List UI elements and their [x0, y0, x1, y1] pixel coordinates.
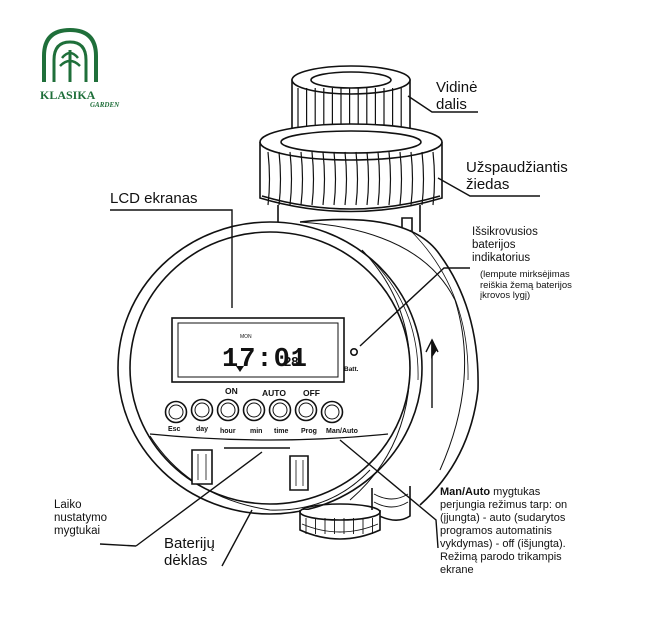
label-battery-indicator: Išsikrovusios baterijos indikatorius — [472, 226, 538, 264]
device-button-inner — [220, 402, 236, 418]
leader-lines — [99, 95, 540, 567]
label-manauto: Man/Auto mygtukas perjungia režimus tarp… — [440, 486, 568, 576]
btn-label-esc: Esc — [168, 426, 181, 433]
logo-brand: KLASIKA — [40, 88, 96, 102]
ring-rib — [344, 151, 348, 206]
logo-sub: GARDEN — [90, 101, 120, 109]
label-clamp-ring: Užspaudžiantis žiedas — [466, 159, 568, 193]
ring-rib — [333, 151, 337, 206]
ring-rib — [267, 151, 271, 206]
ring-rib — [289, 151, 293, 206]
ring-rib — [410, 151, 414, 206]
manauto-title: Man/Auto — [440, 486, 491, 498]
label-lcd: LCD ekranas — [110, 190, 198, 207]
label-inner-part: Vidinė dalis — [436, 79, 478, 113]
device-button-inner — [272, 402, 288, 418]
btn-label-min: min — [250, 428, 263, 435]
device-button-inner — [168, 404, 184, 420]
logo-emblem — [42, 27, 98, 82]
btn-label-time: time — [274, 428, 289, 435]
ring-rib — [322, 151, 326, 206]
ring-rib — [355, 151, 359, 206]
mode-label-auto: AUTO — [262, 388, 286, 398]
button-row — [164, 398, 344, 424]
device-button-inner — [324, 404, 340, 420]
btn-label-hour: hour — [220, 428, 236, 435]
battery-indicator-dot — [349, 347, 358, 356]
lcd-day: 28 — [284, 354, 298, 369]
ring-rib — [388, 151, 392, 206]
label-battery-case: Baterijų dėklas — [164, 535, 215, 569]
btn-label-day: day — [196, 426, 209, 433]
ring-rib — [311, 151, 315, 206]
lcd-tag: MON — [240, 334, 252, 340]
battery-case-outline — [149, 435, 371, 511]
ring-rib — [432, 151, 436, 206]
lcd-screen — [171, 317, 345, 383]
device-button-inner — [194, 402, 210, 418]
btn-label-prog: Prog — [301, 428, 317, 435]
inner-part-cylinder — [289, 65, 413, 144]
lcd-arrow-down — [236, 366, 244, 372]
label-battery-indicator-note: (lempute mirksėjimas reiškia žemą bateri… — [480, 269, 572, 302]
ring-rib — [366, 151, 370, 206]
device-button-inner — [298, 402, 314, 418]
outlet-nozzle — [299, 486, 411, 540]
ring-rib — [399, 151, 403, 206]
batt-label: Batt. — [344, 366, 359, 373]
mode-label-off: OFF — [303, 388, 320, 398]
ring-rib — [377, 151, 381, 206]
lcd-time: 17:01 — [222, 345, 308, 375]
mode-label-on: ON — [225, 386, 238, 396]
ring-rib — [300, 151, 304, 206]
device-button-inner — [246, 402, 262, 418]
clamp-ring — [259, 123, 443, 213]
btn-label-manauto: Man/Auto — [326, 428, 358, 435]
label-time-buttons: Laiko nustatymo mygtukai — [54, 499, 108, 537]
